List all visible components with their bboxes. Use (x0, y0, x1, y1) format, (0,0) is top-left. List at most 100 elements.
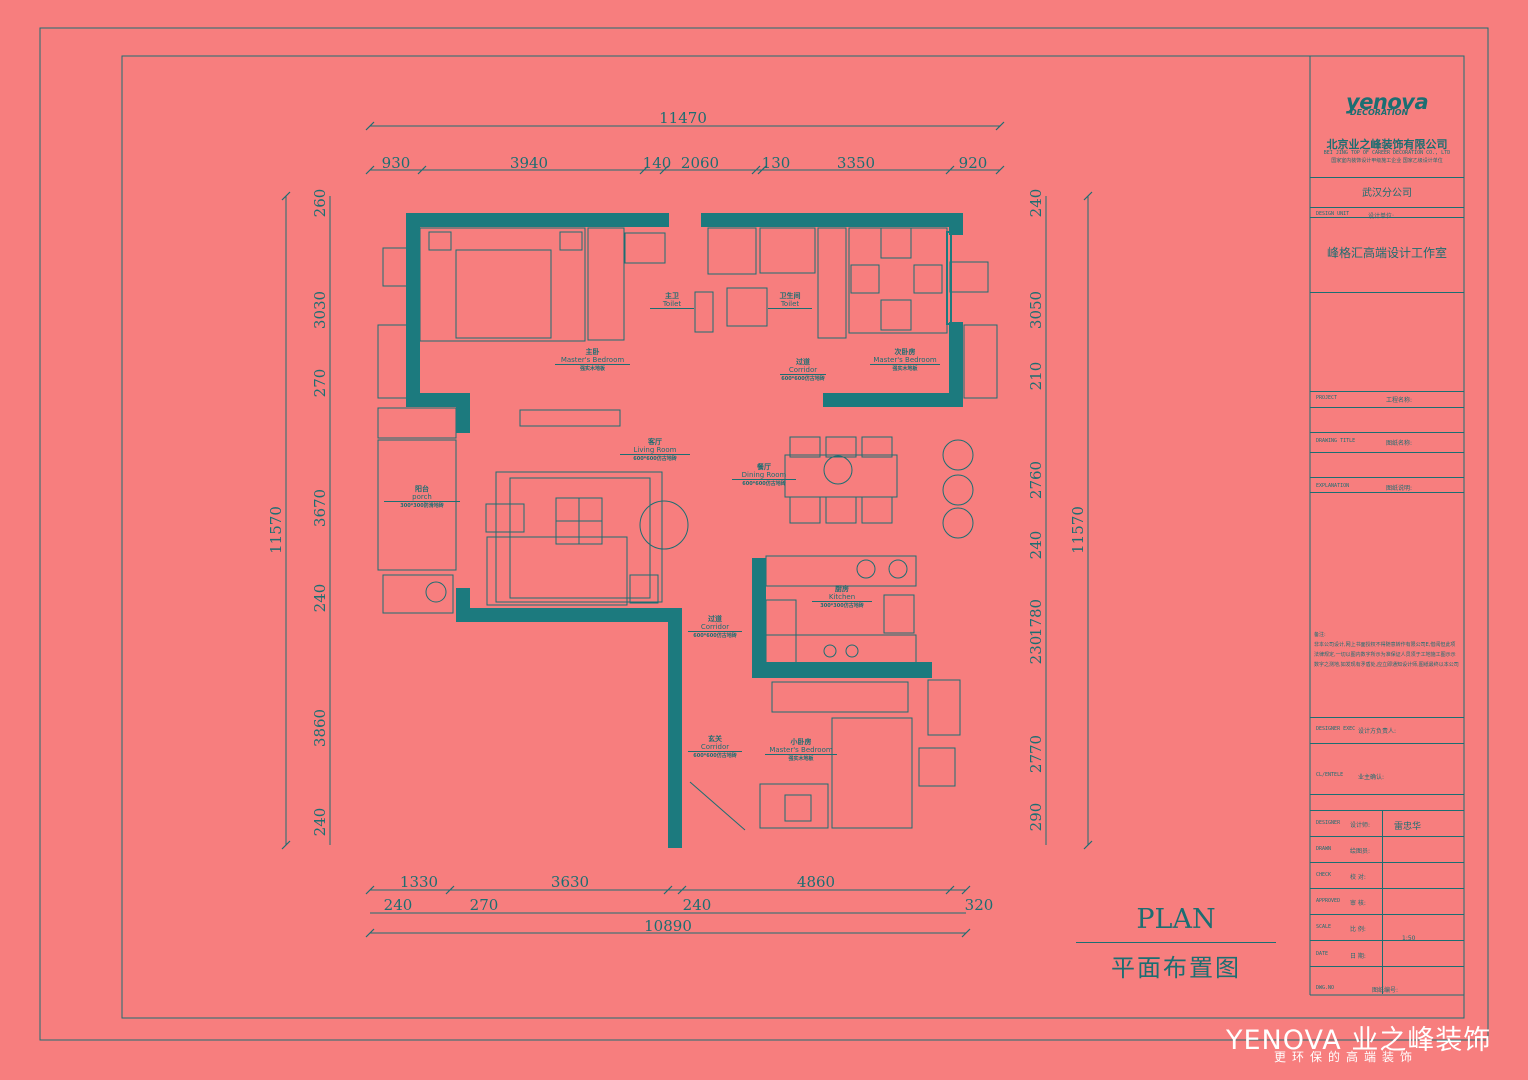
tb-row-explanation: EXPLANATION 图纸说明: (1310, 477, 1464, 497)
room-name-cn: 餐厅 (757, 463, 771, 471)
dim-top-segment: 920 (959, 154, 988, 172)
second-bedroom-desk (848, 227, 948, 334)
room-name-en: Corridor (780, 366, 826, 375)
tb-approved-cn: 审 核: (1350, 900, 1366, 907)
room-name-cn: 主卧 (585, 348, 600, 356)
room-floor: 600*600仿古地砖 (633, 456, 677, 462)
tb-explanation-cn: 图纸说明: (1386, 485, 1413, 492)
small-side-chair (918, 747, 956, 787)
wardrobe-second (817, 227, 847, 339)
room-name-cn: 主卫 (665, 292, 679, 300)
room-name-cn: 过道 (708, 615, 722, 623)
outer-sheet-border (39, 27, 1489, 1041)
tb-check-label: CHECK (1316, 872, 1332, 878)
room-floor: 300*300防滑地砖 (400, 503, 444, 509)
room-name-en: Master's Bedroom (870, 356, 940, 365)
tb-project-label: PROJECT (1316, 395, 1338, 401)
dim-left-segment: 3860 (311, 709, 329, 747)
tb-row-client: CL/ENTELE 业主确认: (1310, 743, 1464, 787)
tb-row-check: CHECK 校 对: (1310, 862, 1464, 888)
room-name-en: Master's Bedroom (555, 356, 630, 365)
company-note: 国家室内装饰设计甲级施工企业 国家乙级设计单位 (1331, 158, 1443, 164)
room-name-en: Kitchen (812, 593, 872, 602)
tb-row-design-unit: DESIGN UNIT 设计单位: (1310, 207, 1464, 287)
porch-area (377, 439, 457, 571)
entry-door-swing (689, 781, 746, 831)
tb-row-approved: APPROVED 审 核: (1310, 888, 1464, 914)
dim-right-segment: 1780 (1027, 599, 1045, 637)
bar-stool-1 (942, 439, 974, 471)
room-name-cn: 客厅 (648, 438, 662, 446)
plan-subtitle: 平面布置图 (1111, 954, 1241, 982)
tb-designer-name: 雷忠华 (1394, 822, 1422, 832)
tb-drawn-cn: 绘图员: (1350, 848, 1371, 855)
toilet-2 (726, 287, 768, 327)
dim-right-segment: 210 (1027, 362, 1045, 391)
walls (406, 213, 963, 848)
watermark-slogan: 更环保的高端装饰 (1274, 1050, 1419, 1064)
tb-row-scale: SCALE 比 例: 1:50 (1310, 914, 1464, 942)
living-rug-inner (509, 477, 651, 599)
bar-stool-2 (942, 474, 974, 506)
small-bed (831, 717, 913, 829)
small-bedroom-wardrobe (771, 681, 909, 713)
room-name-cn: 次卧房 (894, 348, 916, 356)
room-floor: 600*600仿古地砖 (693, 753, 737, 759)
room-floor: 强实木地板 (892, 366, 918, 372)
room-name-en: Master's Bedroom (765, 746, 837, 755)
room-name-cn: 卫生间 (779, 292, 801, 300)
small-desk-chair (784, 794, 812, 822)
bar-stool-3 (942, 507, 974, 539)
dim-right-segment: 290 (1027, 803, 1045, 832)
dim-bottom-row2: 240 (384, 896, 413, 914)
company-name-en: BEI JING TOP OF CAREER DECORATION CO., L… (1323, 150, 1451, 156)
dim-right-segment: 240 (1027, 189, 1045, 218)
tb-branch: 武汉分公司 (1362, 188, 1412, 199)
tb-drawing-title-label: DRAWING TITLE (1316, 438, 1356, 444)
armchair-left (485, 503, 525, 533)
tb-scale-value: 1:50 (1402, 935, 1416, 942)
tb-client-label: CL/ENTELE (1316, 772, 1344, 778)
tb-row-designer: DESIGNER 设计师: 雷忠华 (1310, 810, 1464, 836)
dim-left-segment: 240 (311, 584, 329, 613)
kitchen-counter-top (765, 555, 917, 587)
dim-bottom-row1: 4860 (797, 873, 835, 891)
dim-right-segment: 240 (1027, 531, 1045, 560)
plan-title-underline (1076, 942, 1276, 943)
dim-left-segment: 270 (311, 369, 329, 398)
washer-drum (425, 581, 447, 603)
tb-drawing-title-cn: 图纸名称: (1386, 440, 1413, 447)
dim-bottom-row1: 1330 (400, 873, 438, 891)
company-logo-sub: DECORATION (1350, 108, 1409, 117)
small-nightstand (927, 679, 961, 736)
shower-2 (759, 227, 816, 274)
dim-top-segment: 3350 (837, 154, 875, 172)
room-floor: 600*600仿古地砖 (693, 633, 737, 639)
room-floor: 强实木地板 (788, 756, 814, 762)
tb-dwg-label: DWG.NO (1316, 985, 1335, 991)
dining-chair-3 (861, 436, 893, 458)
dining-chair-4 (789, 496, 821, 524)
tb-check-cn: 校 对: (1350, 874, 1366, 881)
dining-centerpiece (823, 455, 853, 485)
tb-designer-exec-label: DESIGNER EXEC (1316, 726, 1356, 732)
room-name-cn: 过道 (796, 358, 810, 366)
tb-dwg-cn: 图纸编号: (1372, 987, 1399, 994)
company-name: 北京业之峰装饰有限公司 (1326, 138, 1448, 151)
toilet-sink (624, 232, 666, 264)
porch-cabinet (377, 407, 457, 439)
company-logo: yenova (1346, 90, 1429, 114)
dim-top-segment: 2060 (681, 154, 719, 172)
dim-top-segment: 140 (643, 154, 672, 172)
room-name-en: Corridor (688, 743, 742, 752)
room-floor: 强实木地板 (579, 366, 605, 372)
tb-row-dwg: DWG.NO 图纸编号: (1310, 966, 1464, 994)
